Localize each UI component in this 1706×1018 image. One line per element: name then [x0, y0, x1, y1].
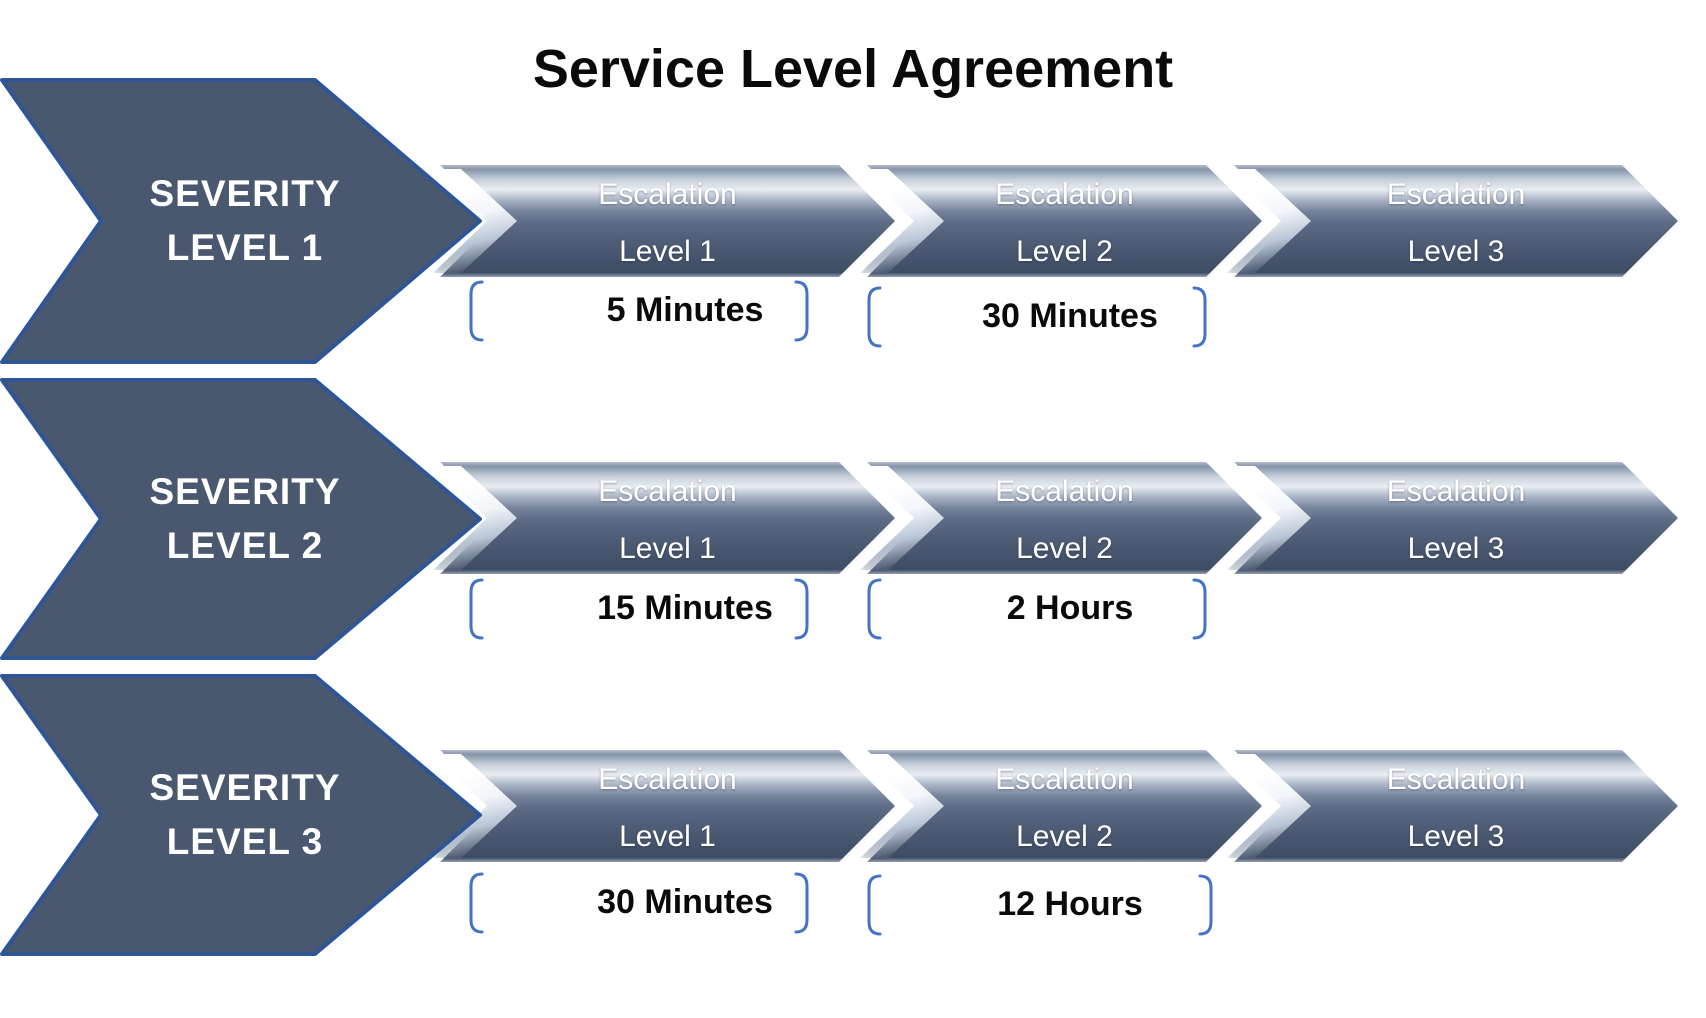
escalation-line1: Escalation	[598, 178, 737, 211]
right-bracket-shape	[794, 280, 809, 342]
escalation-label: Escalation Level 1	[470, 462, 865, 574]
left-bracket-shape	[469, 280, 484, 342]
escalation-label: Escalation Level 1	[470, 750, 865, 862]
severity-line1: SEVERITY	[149, 471, 341, 512]
escalation-line2: Level 1	[619, 532, 716, 565]
escalation-arrow-2-2: Escalation Level 2	[867, 462, 1262, 574]
escalation-label: Escalation Level 2	[897, 462, 1232, 574]
severity-label: SEVERITY LEVEL 1	[60, 77, 430, 365]
severity-line2: LEVEL 2	[166, 525, 324, 566]
right-bracket-shape	[1192, 578, 1207, 640]
escalation-line1: Escalation	[1386, 763, 1526, 796]
escalation-line1: Escalation	[598, 475, 737, 508]
severity-chevron-shape	[0, 78, 482, 364]
escalation-arrow-2-1: Escalation Level 1	[440, 462, 895, 574]
escalation-arrow-2-3: Escalation Level 3	[1234, 462, 1678, 574]
severity-line2: LEVEL 1	[166, 227, 324, 268]
severity-chevron-shape	[0, 377, 482, 661]
severity-label: SEVERITY LEVEL 2	[60, 377, 430, 661]
right-bracket-shape	[1198, 874, 1213, 936]
severity-chevron-shape	[0, 673, 482, 957]
escalation-line2: Level 2	[1016, 820, 1113, 853]
page-title: Service Level Agreement	[532, 39, 1174, 99]
escalation-line1: Escalation	[995, 763, 1134, 796]
duration-value: 2 Hours	[1006, 589, 1134, 627]
escalation-line2: Level 2	[1016, 235, 1113, 268]
severity-line2: LEVEL 3	[166, 821, 324, 862]
escalation-label: Escalation Level 2	[897, 165, 1232, 277]
escalation-label: Escalation Level 1	[470, 165, 865, 277]
severity-line1: SEVERITY	[149, 767, 341, 808]
escalation-label: Escalation Level 3	[1264, 165, 1648, 277]
escalation-line1: Escalation	[995, 475, 1134, 508]
escalation-line1: Escalation	[1386, 475, 1526, 508]
left-bracket-shape	[469, 872, 484, 934]
escalation-line1: Escalation	[995, 178, 1134, 211]
escalation-line2: Level 2	[1016, 532, 1113, 565]
escalation-label: Escalation Level 2	[897, 750, 1232, 862]
duration-value: 5 Minutes	[606, 291, 764, 329]
severity-line1: SEVERITY	[149, 173, 341, 214]
right-bracket-shape	[794, 872, 809, 934]
escalation-line2: Level 1	[619, 235, 716, 268]
duration-value: 30 Minutes	[597, 883, 773, 921]
severity-label: SEVERITY LEVEL 3	[60, 673, 430, 957]
escalation-line2: Level 3	[1407, 532, 1505, 565]
left-bracket-shape	[469, 578, 484, 640]
left-bracket-shape	[867, 578, 882, 640]
escalation-line1: Escalation	[1386, 178, 1526, 211]
duration-value: 15 Minutes	[597, 589, 773, 627]
duration-value: 30 Minutes	[982, 297, 1158, 335]
escalation-line2: Level 3	[1407, 820, 1505, 853]
right-bracket-shape	[794, 578, 809, 640]
left-bracket-shape	[867, 874, 882, 936]
escalation-label: Escalation Level 3	[1264, 750, 1648, 862]
escalation-line2: Level 1	[619, 820, 716, 853]
severity-chevron-3: SEVERITY LEVEL 3	[0, 673, 486, 957]
duration-value: 12 Hours	[997, 885, 1143, 923]
escalation-line2: Level 3	[1407, 235, 1505, 268]
left-bracket-shape	[867, 286, 882, 348]
right-bracket-shape	[1192, 286, 1207, 348]
severity-chevron-1: SEVERITY LEVEL 1	[0, 77, 486, 365]
escalation-label: Escalation Level 3	[1264, 462, 1648, 574]
escalation-arrow-3-2: Escalation Level 2	[867, 750, 1262, 862]
escalation-arrow-1-1: Escalation Level 1	[440, 165, 895, 277]
severity-chevron-2: SEVERITY LEVEL 2	[0, 377, 486, 661]
escalation-line1: Escalation	[598, 763, 737, 796]
